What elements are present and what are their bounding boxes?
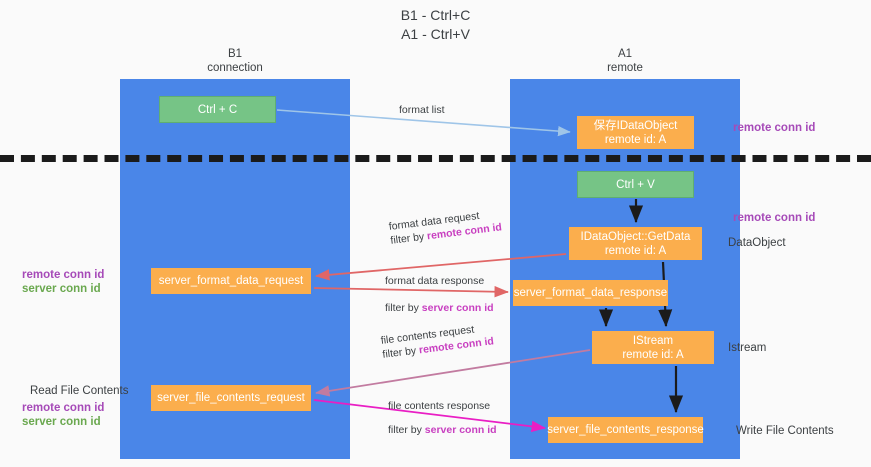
node-istream-sub: remote id: A: [622, 348, 684, 361]
connector-file-contents-request: [315, 349, 591, 397]
node-istream[interactable]: IStream remote id: A: [592, 331, 714, 364]
node-server-file-contents-response-label: server_file_contents_response: [547, 424, 704, 436]
edge-label-file-contents-response-line1: file contents response: [388, 400, 491, 412]
node-ctrl-c-label: Ctrl + C: [197, 103, 238, 116]
label-left-conn-ids-1: remote conn id server conn id: [22, 268, 104, 296]
label-left-conn-ids-2: remote conn id server conn id: [22, 401, 104, 429]
node-save-idataobject[interactable]: 保存IDataObject remote id: A: [577, 116, 694, 149]
filter-id: server conn id: [421, 302, 494, 314]
node-server-file-contents-response[interactable]: server_file_contents_response: [547, 417, 704, 443]
label-left-server-conn-id-2: server conn id: [22, 416, 101, 428]
node-server-file-contents-request[interactable]: server_file_contents_request: [151, 385, 311, 411]
node-idataobject-getdata[interactable]: IDataObject::GetData remote id: A: [569, 227, 702, 260]
node-idataobject-getdata-sub: remote id: A: [604, 244, 667, 257]
connector-format-data-request: [315, 253, 567, 281]
column-header-b1-role: connection: [207, 62, 263, 74]
edge-label-format-list: format list: [399, 103, 445, 117]
page-title-line-2: A1 - Ctrl+V: [401, 26, 470, 42]
label-left-remote-conn-id-1: remote conn id: [22, 269, 105, 281]
node-ctrl-c[interactable]: Ctrl + C: [159, 96, 276, 123]
edge-label-format-list-line1: format list: [399, 104, 445, 116]
label-write-file-contents: Write File Contents: [736, 425, 834, 437]
page-title: B1 - Ctrl+C A1 - Ctrl+V: [0, 6, 871, 44]
label-read-file-contents: Read File Contents: [30, 385, 129, 397]
filter-prefix: filter by: [388, 424, 425, 436]
column-header-b1-name: B1: [227, 48, 243, 60]
label-left-remote-conn-id-2: remote conn id: [22, 402, 105, 414]
node-istream-label: IStream: [632, 334, 674, 347]
page-title-line-1: B1 - Ctrl+C: [400, 7, 471, 23]
edge-label-file-contents-response-filter: filter by server conn id: [388, 423, 497, 437]
label-left-server-conn-id-1: server conn id: [22, 283, 101, 295]
label-right-remote-conn-id-2: remote conn id: [733, 212, 816, 224]
edge-label-file-contents-response: file contents response filter by server …: [388, 399, 497, 437]
filter-id: server conn id: [424, 424, 497, 436]
node-server-format-data-response-label: server_format_data_response: [513, 287, 668, 299]
edge-label-format-data-response-filter: filter by server conn id: [385, 301, 494, 315]
label-istream: Istream: [728, 342, 767, 354]
column-header-a1-role: remote: [607, 62, 643, 74]
node-server-format-data-request[interactable]: server_format_data_request: [151, 268, 311, 294]
node-save-idataobject-label: 保存IDataObject: [593, 119, 678, 132]
node-idataobject-getdata-label: IDataObject::GetData: [580, 230, 691, 243]
label-dataobject: DataObject: [728, 237, 786, 249]
filter-prefix: filter by: [385, 302, 422, 314]
connector-format-list: [276, 109, 571, 137]
connector-file-contents-response: [313, 399, 546, 433]
node-server-format-data-request-label: server_format_data_request: [158, 275, 304, 287]
node-server-file-contents-request-label: server_file_contents_request: [157, 392, 305, 404]
node-server-format-data-response[interactable]: server_format_data_response: [513, 280, 668, 306]
connector-format-data-response: [313, 285, 509, 298]
edge-label-format-data-response: format data response filter by server co…: [385, 274, 494, 315]
column-header-b1: B1 connection: [120, 47, 350, 75]
phase-divider: [0, 155, 871, 162]
node-ctrl-v-label: Ctrl + V: [616, 178, 655, 191]
label-right-remote-conn-id-1: remote conn id: [733, 122, 816, 134]
edge-label-format-data-response-line1: format data response: [385, 275, 485, 287]
node-save-idataobject-sub: remote id: A: [604, 133, 667, 146]
node-ctrl-v[interactable]: Ctrl + V: [577, 171, 694, 198]
column-header-a1: A1 remote: [510, 47, 740, 75]
column-header-a1-name: A1: [617, 48, 633, 60]
